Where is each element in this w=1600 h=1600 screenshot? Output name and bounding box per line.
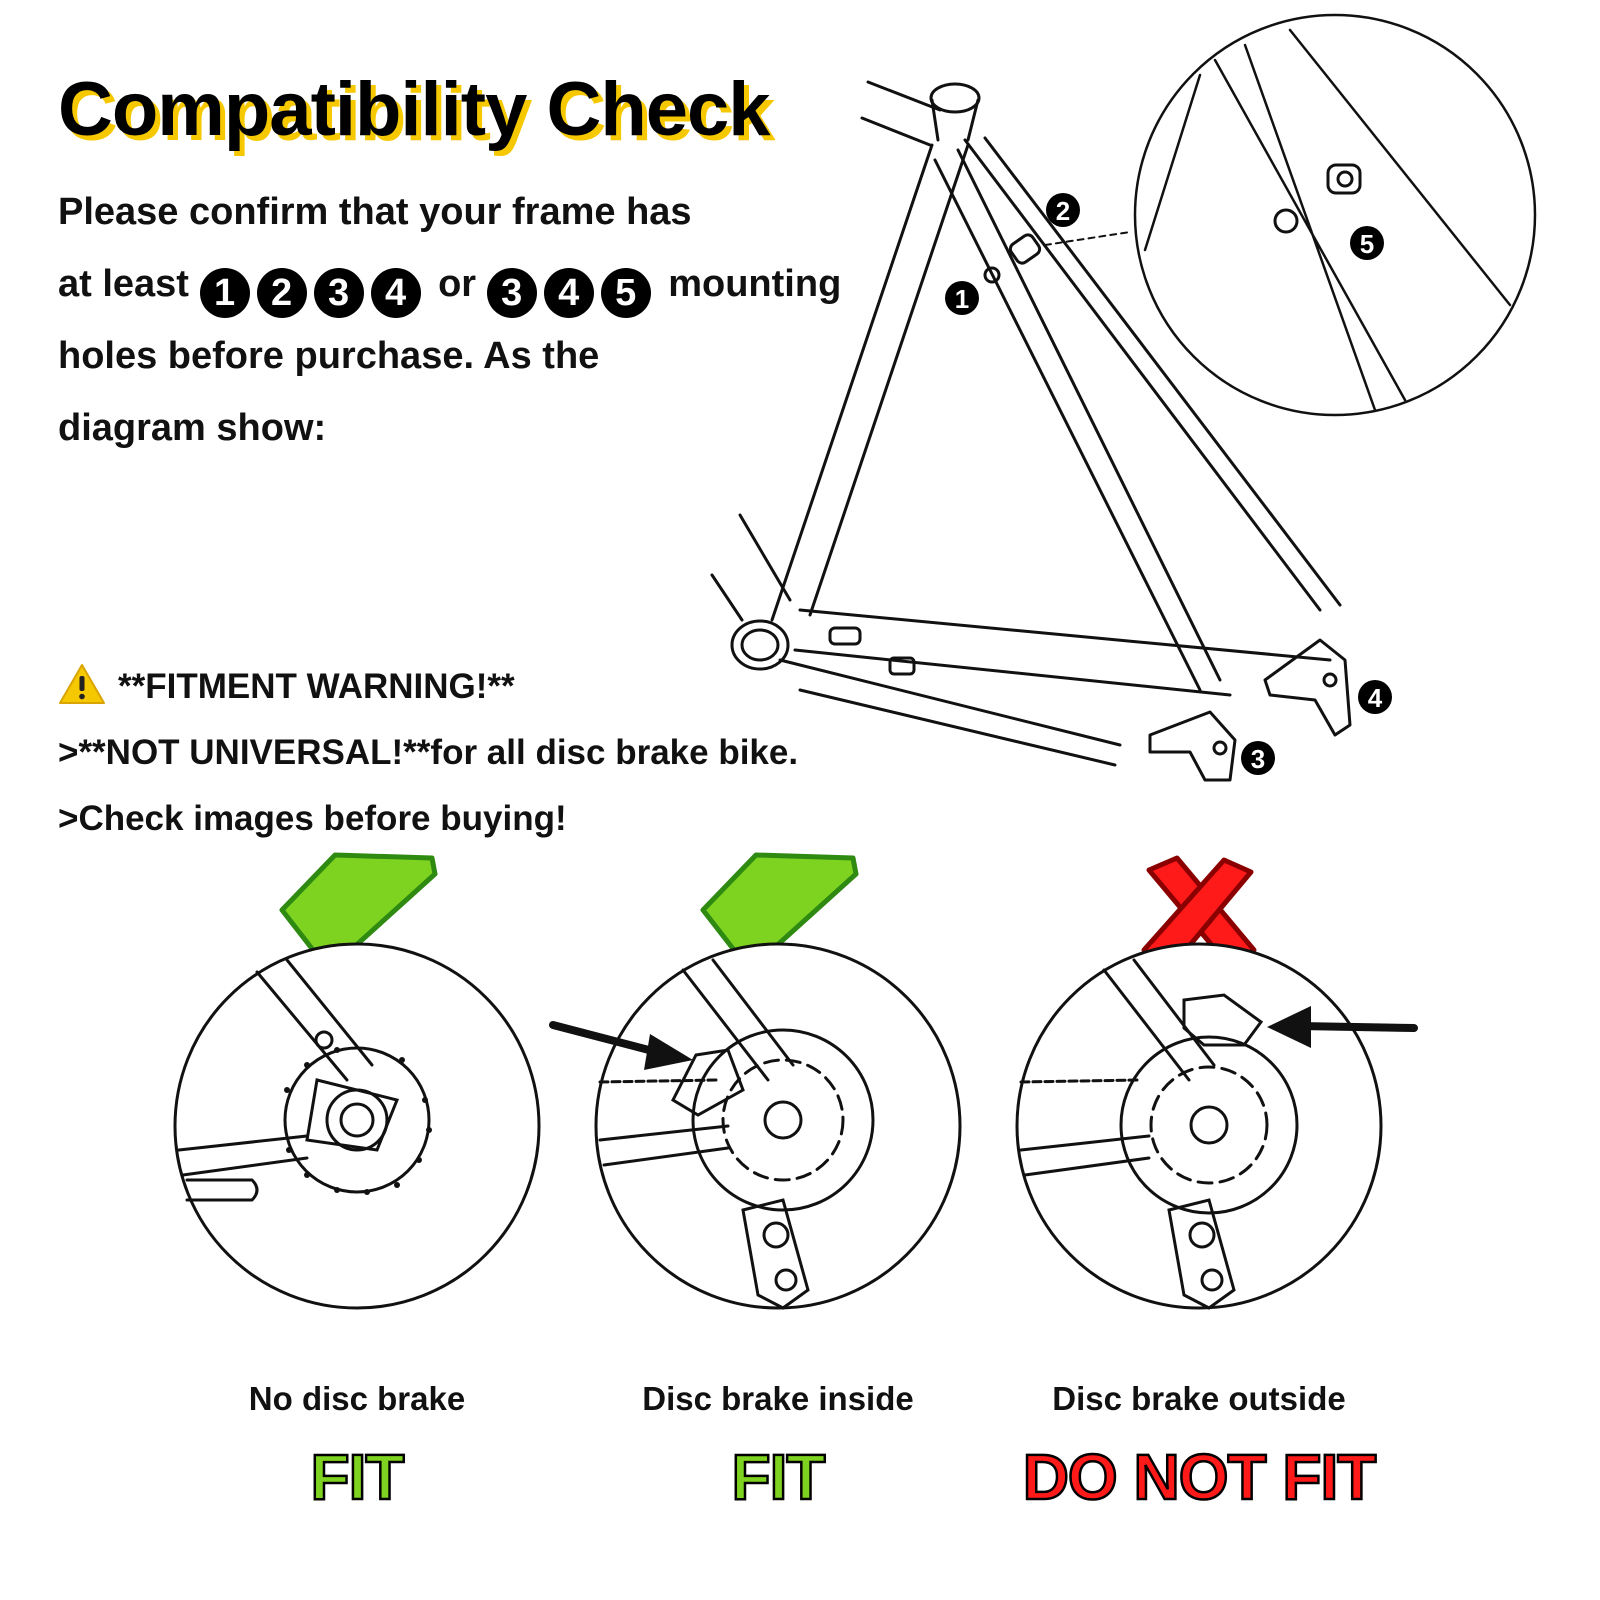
seat-clamp (929, 82, 981, 114)
frame-label-1: 1 (955, 284, 969, 314)
cable-guide (828, 626, 862, 646)
hole-number-badge: 4 (370, 268, 421, 318)
seat-stay-left (933, 158, 1202, 692)
intro-line-4: diagram show: (58, 407, 327, 449)
fitment-warning: **FITMENT WARNING!** >**NOT UNIVERSAL!**… (58, 654, 938, 852)
intro-prefix: at least (58, 263, 189, 305)
mount-hole-1 (983, 266, 1001, 284)
frame-label-5: 5 (1360, 229, 1374, 259)
mount-hole-2 (1008, 233, 1042, 265)
frame-label-badge (945, 281, 979, 315)
chain-stay-upper (798, 608, 1332, 662)
arrow-head (1267, 1006, 1311, 1048)
no-disc-brake-illustration (173, 852, 541, 1310)
intro-line-1: Please confirm that your frame has (58, 191, 692, 233)
top-tube (866, 80, 942, 112)
bike-frame-diagram: 1 2 3 4 5 (710, 13, 1537, 782)
dropout-left (1148, 710, 1237, 782)
hole-number-badge: 1 (199, 268, 250, 318)
frame-label-badge (1358, 680, 1392, 714)
panel-verdict: DO NOT FIT (1021, 1440, 1377, 1515)
hole-number-badge: 2 (256, 268, 307, 318)
zoom-leader (1044, 231, 1131, 246)
frame-label-4: 4 (1368, 683, 1383, 713)
detail-circle (173, 942, 541, 1310)
derailleur (1167, 1198, 1236, 1310)
hole-number-badge: 5 (600, 268, 651, 318)
derailleur (741, 1198, 810, 1310)
frame-label-3: 3 (1251, 744, 1265, 774)
intro-connector: or (438, 263, 477, 305)
zoom-hole-5 (1326, 163, 1362, 195)
frame-label-2: 2 (1056, 196, 1070, 226)
chainring (283, 1046, 431, 1194)
dropout-right (1263, 638, 1352, 737)
hole-number-badge: 3 (486, 268, 537, 318)
panel-disc-brake-outside: Disc brake outside DO NOT FIT (999, 850, 1418, 1514)
panel-caption: Disc brake inside (642, 1380, 914, 1417)
arrow-head (644, 1034, 693, 1070)
frame-label-badge (1046, 193, 1080, 227)
chain-stay-lower (778, 658, 1122, 747)
page-title: Compatibility Check (58, 67, 771, 152)
zoom-hole-a (1273, 208, 1299, 234)
seat-tube (770, 143, 934, 622)
warning-line-1: >**NOT UNIVERSAL!**for all disc brake bi… (58, 733, 799, 772)
hole-number-badge: 3 (313, 268, 364, 318)
detail-circle (594, 942, 962, 1310)
warning-triangle-icon (59, 664, 105, 704)
bottom-bracket (730, 619, 790, 671)
intro-line-3: holes before purchase. As the (58, 335, 600, 377)
disc-brake-inside-illustration (549, 852, 962, 1310)
panel-caption: No disc brake (248, 1380, 466, 1417)
arrow-line (1295, 1022, 1418, 1032)
brake-caliper (1182, 993, 1264, 1047)
disc-rotor (691, 1028, 875, 1212)
zoom-circle (1133, 13, 1537, 417)
warning-heading: **FITMENT WARNING!** (118, 667, 515, 706)
brake-caliper (671, 1048, 745, 1117)
hole-number-badge: 4 (543, 268, 594, 318)
disc-rotor (1119, 1035, 1299, 1215)
warning-heading-line: **FITMENT WARNING!** (58, 654, 938, 720)
intro-text: Please confirm that your frame has at le… (58, 176, 878, 464)
panel-no-disc-brake: No disc brake FIT (157, 850, 557, 1514)
intro-suffix: mounting (668, 263, 842, 305)
panel-verdict: FIT (730, 1440, 826, 1515)
panel-disc-brake-inside: Disc brake inside FIT (549, 850, 978, 1514)
panel-caption: Disc brake outside (1052, 1380, 1346, 1417)
panel-verdict: FIT (309, 1440, 405, 1515)
frame-label-badge (1241, 741, 1275, 775)
warning-line-2: >Check images before buying! (58, 799, 567, 838)
frame-label-badge (1350, 226, 1384, 260)
disc-brake-outside-illustration (1015, 855, 1418, 1310)
seat-stay-right (963, 138, 1322, 612)
